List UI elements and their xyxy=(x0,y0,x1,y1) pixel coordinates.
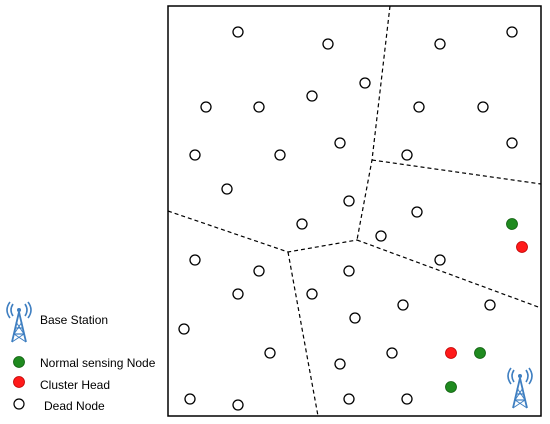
hollow-dot-icon xyxy=(13,398,25,410)
dead-node xyxy=(221,183,233,195)
dead-node xyxy=(411,206,423,218)
boundary-top-vertical xyxy=(356,5,391,241)
red-dot-icon xyxy=(13,376,25,388)
cluster-boundaries xyxy=(167,5,542,417)
green-dot-icon xyxy=(13,356,25,368)
dead-node xyxy=(343,195,355,207)
dead-node xyxy=(232,288,244,300)
dead-node xyxy=(296,218,308,230)
dead-node xyxy=(434,38,446,50)
dead-nodes-group xyxy=(178,26,518,411)
dead-node xyxy=(413,101,425,113)
dead-node xyxy=(477,101,489,113)
dead-node xyxy=(184,393,196,405)
dead-node xyxy=(189,254,201,266)
legend-label-dead-node: Dead Node xyxy=(44,399,105,413)
dead-node xyxy=(401,149,413,161)
normal-sensing-node xyxy=(506,218,518,230)
legend-label-cluster-head: Cluster Head xyxy=(40,378,110,392)
dead-node xyxy=(232,399,244,411)
cluster-heads-group xyxy=(445,241,528,359)
dead-node xyxy=(334,137,346,149)
dead-node xyxy=(434,254,446,266)
boundary-right-lower xyxy=(356,239,542,309)
cluster-head-node xyxy=(445,347,457,359)
tower-icon xyxy=(6,301,32,343)
dead-node xyxy=(386,347,398,359)
normal-sensing-node xyxy=(445,381,457,393)
dead-node xyxy=(306,288,318,300)
dead-node xyxy=(253,101,265,113)
dead-node xyxy=(200,101,212,113)
normal-sensing-node xyxy=(474,347,486,359)
dead-node xyxy=(334,358,346,370)
dead-node xyxy=(274,149,286,161)
dead-node xyxy=(506,137,518,149)
base-station-tower-icon xyxy=(507,367,533,409)
dead-node xyxy=(349,312,361,324)
dead-node xyxy=(253,265,265,277)
dead-node xyxy=(264,347,276,359)
dead-node xyxy=(178,323,190,335)
dead-node xyxy=(401,393,413,405)
dead-node xyxy=(359,77,371,89)
dead-node xyxy=(484,299,496,311)
boundary-right-upper xyxy=(371,159,542,185)
legend-label-base-station: Base Station xyxy=(40,313,108,327)
dead-node xyxy=(322,38,334,50)
dead-node xyxy=(343,265,355,277)
dead-node xyxy=(375,230,387,242)
dead-node xyxy=(343,393,355,405)
boundary-bottom-vertical xyxy=(287,251,319,417)
dead-node xyxy=(506,26,518,38)
cluster-head-node xyxy=(516,241,528,253)
legend-label-normal-node: Normal sensing Node xyxy=(40,356,156,370)
boundary-center xyxy=(167,210,358,253)
dead-node xyxy=(232,26,244,38)
normal-nodes-group xyxy=(445,218,518,393)
dead-node xyxy=(306,90,318,102)
dead-node xyxy=(397,299,409,311)
dead-node xyxy=(189,149,201,161)
legend: Base Station Normal sensing Node Cluster… xyxy=(6,301,156,413)
